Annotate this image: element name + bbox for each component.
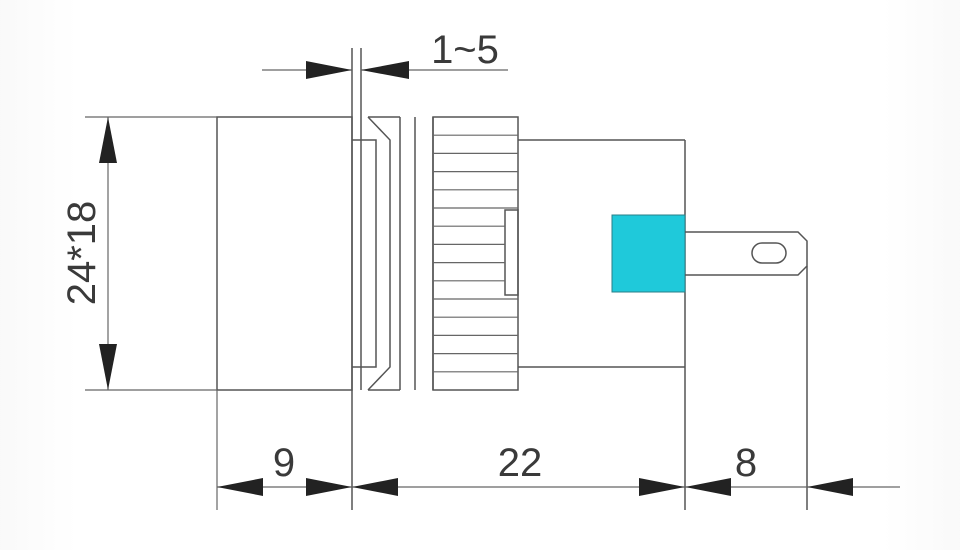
front-depth-label: 9 [273,441,295,485]
rear-body [518,139,686,510]
body-depth-label: 22 [498,441,543,485]
panel-thickness-label: 1~5 [431,28,499,72]
dim-panel-size: 24*18 [60,117,117,390]
terminal-length-label: 8 [735,441,757,485]
terminal-block [611,214,686,293]
dim-front-depth: 9 [217,441,352,496]
panel-size-label: 24*18 [60,201,104,306]
extension-lines [85,116,218,510]
dim-panel-thickness: 1~5 [262,28,508,79]
front-bezel [216,116,353,391]
solder-tab [685,231,808,510]
dim-body-depth: 22 [352,441,685,496]
panel-clip [351,48,434,510]
dim-terminal-length: 8 [685,441,900,496]
ribbed-housing [432,116,519,391]
